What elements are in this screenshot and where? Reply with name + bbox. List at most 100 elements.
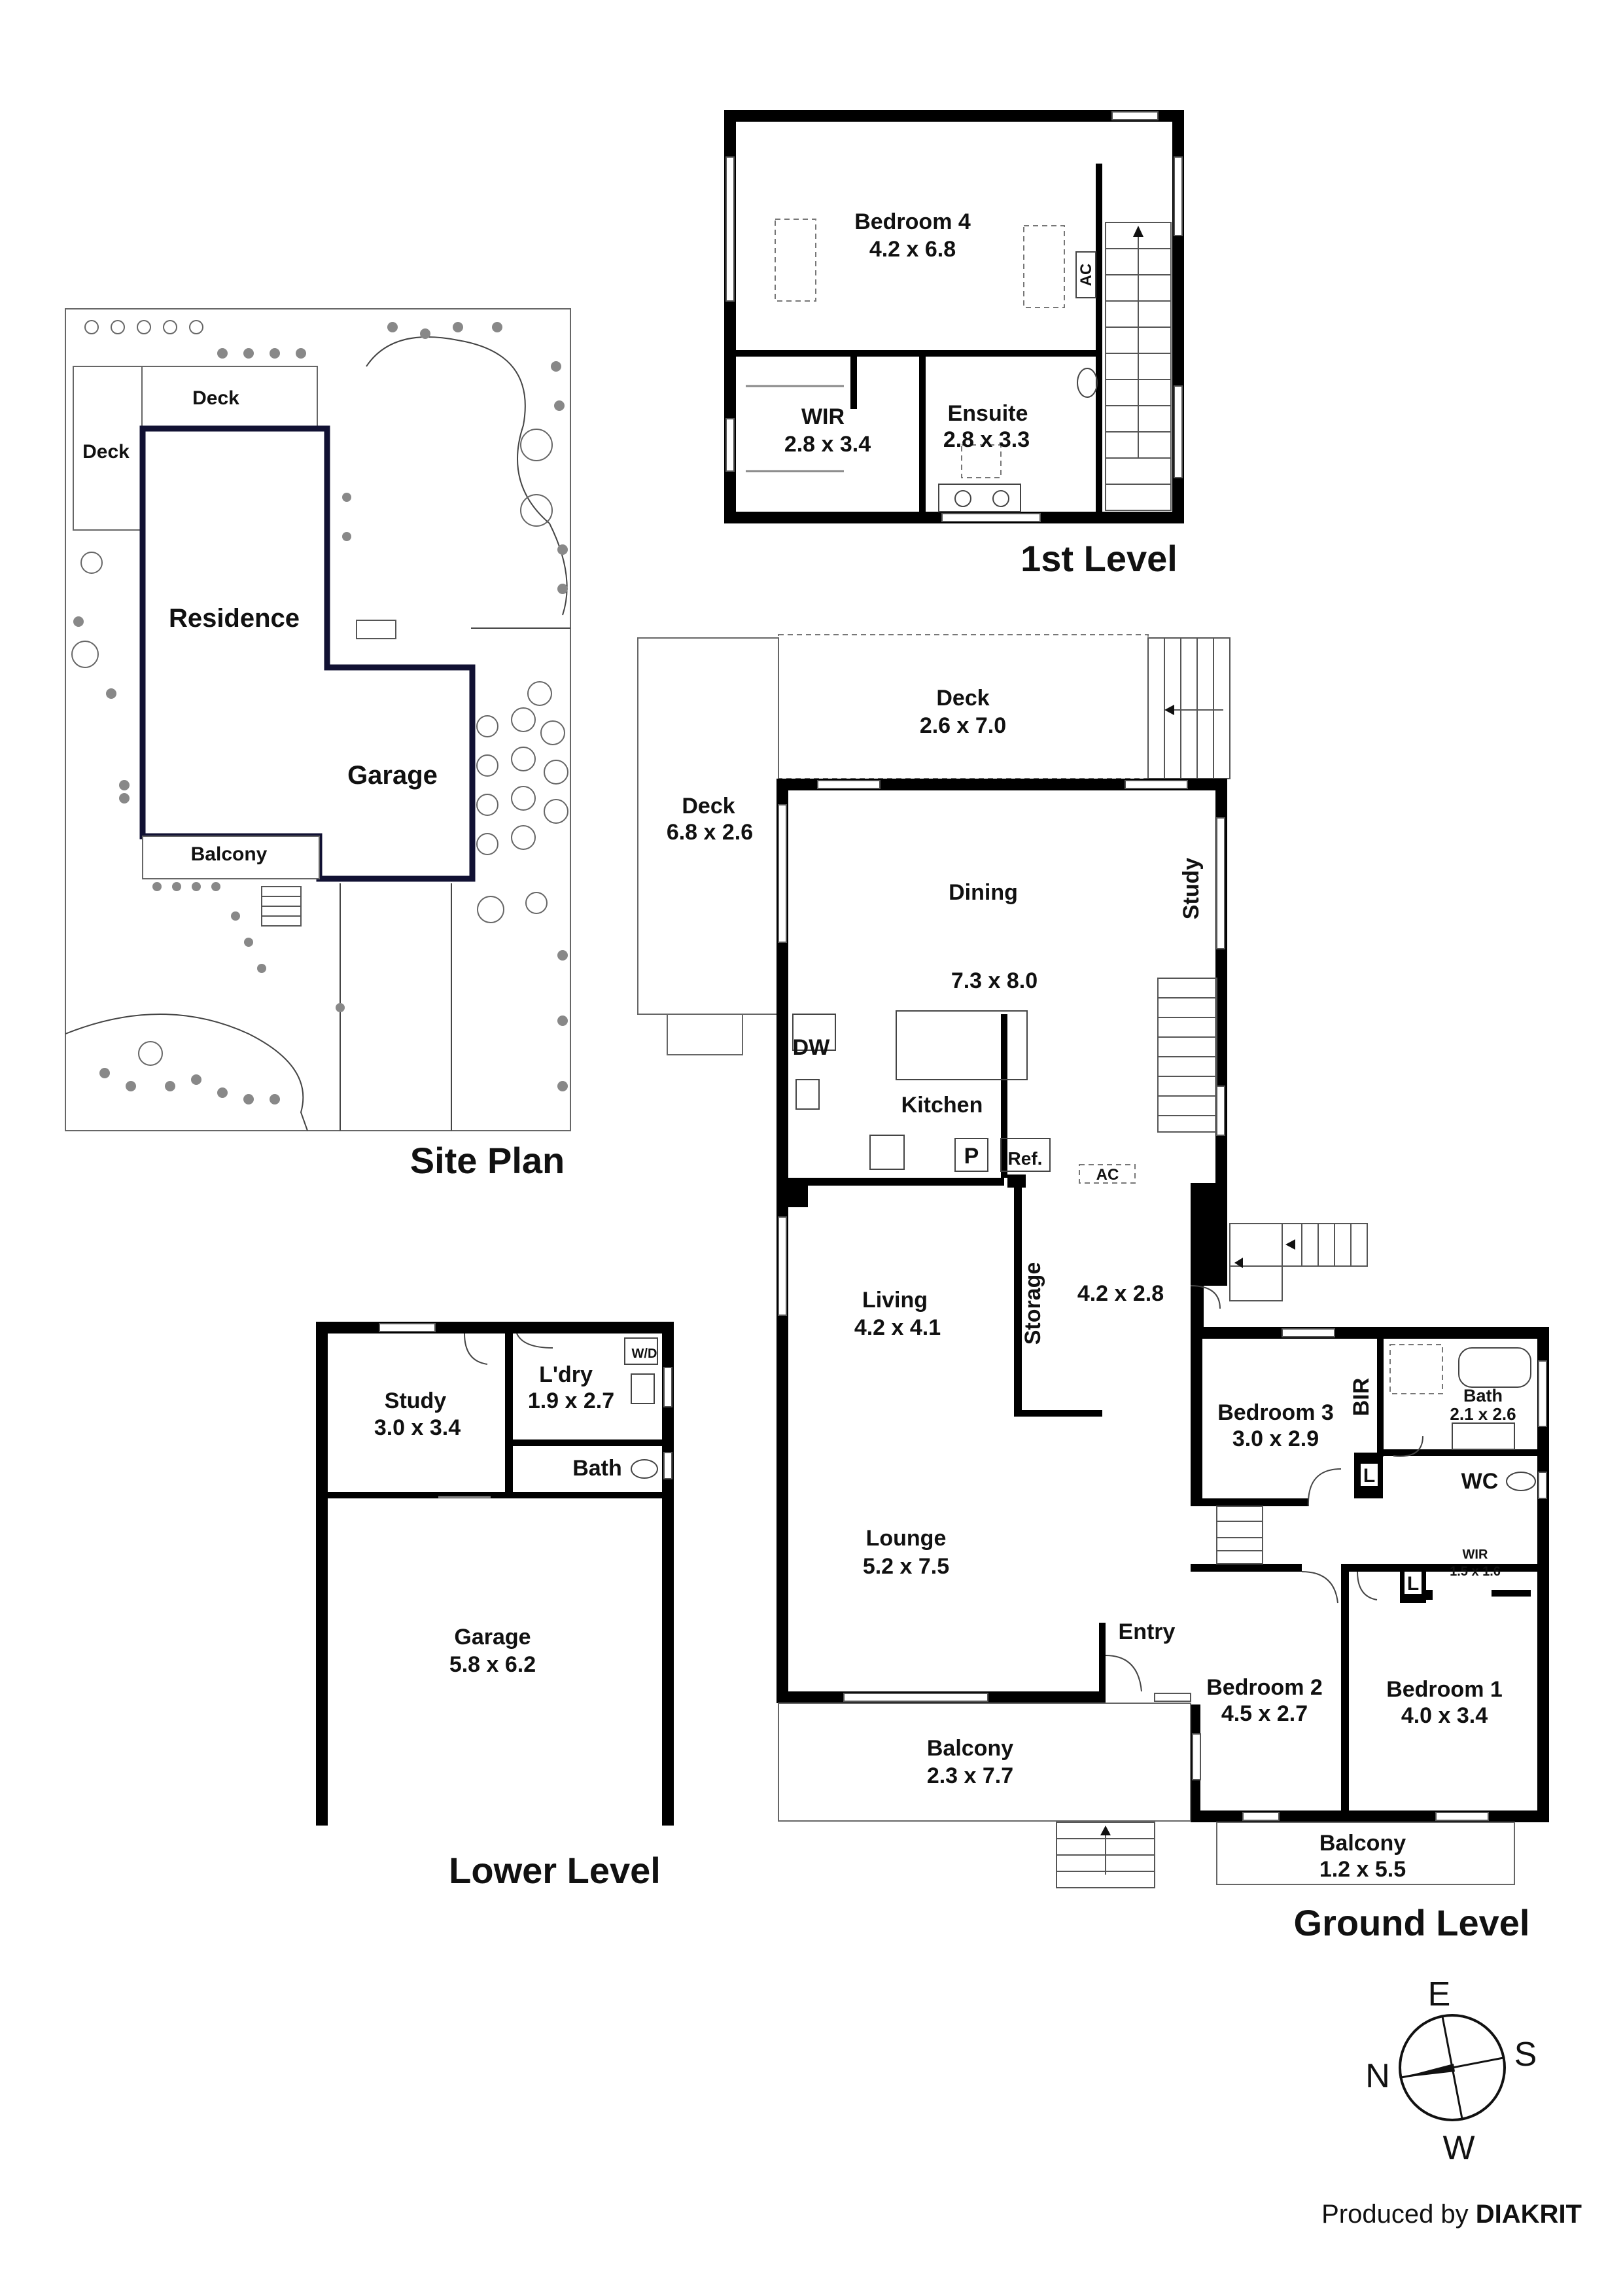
bir-label: BIR bbox=[1349, 1378, 1374, 1417]
lower-study-label: Study bbox=[385, 1388, 447, 1413]
laundry-tub bbox=[631, 1373, 655, 1404]
living-label: Living bbox=[862, 1288, 928, 1313]
site-deck-top-label: Deck bbox=[192, 387, 239, 409]
study-label: Study bbox=[1179, 858, 1204, 920]
wir-dims: 1.5 x 1.6 bbox=[1450, 1564, 1501, 1579]
cooktop bbox=[869, 1135, 905, 1170]
deck-side-step bbox=[667, 1014, 743, 1055]
basin bbox=[954, 490, 971, 507]
wc-label: WC bbox=[1461, 1469, 1499, 1494]
hall-stairs bbox=[1216, 1506, 1263, 1564]
garden-path bbox=[366, 336, 568, 616]
bath-label: Bath bbox=[1463, 1386, 1503, 1405]
side-door[interactable] bbox=[1190, 1285, 1221, 1309]
ground-level: Deck 2.6 x 7.0 Deck 6.8 x 2.6 Dining 7.3… bbox=[637, 634, 1549, 1943]
bath-vanity bbox=[1452, 1422, 1515, 1450]
lower-level-walls bbox=[316, 1322, 674, 1826]
dining-dims: 7.3 x 8.0 bbox=[951, 968, 1038, 993]
lower-garage-label: Garage bbox=[454, 1625, 531, 1650]
wall bbox=[1096, 164, 1102, 512]
laundry-label: L'dry bbox=[539, 1362, 593, 1387]
first-level-walls bbox=[724, 110, 1184, 523]
bedroom4-dims: 4.2 x 6.8 bbox=[869, 237, 956, 262]
site-garage-label: Garage bbox=[347, 761, 438, 790]
wall bbox=[1377, 1339, 1384, 1457]
wir-label: WIR bbox=[1463, 1547, 1488, 1562]
wall bbox=[1014, 1410, 1102, 1417]
bedroom2-label: Bedroom 2 bbox=[1206, 1675, 1323, 1700]
north-pointer-icon bbox=[1399, 2064, 1455, 2078]
wall bbox=[788, 1184, 808, 1207]
credit-prefix: Produced by bbox=[1321, 2200, 1476, 2229]
linen1-label: L bbox=[1363, 1465, 1375, 1487]
window bbox=[1174, 156, 1183, 236]
window bbox=[817, 780, 881, 789]
lounge-label: Lounge bbox=[866, 1526, 947, 1551]
first-level-title: 1st Level bbox=[1021, 538, 1178, 579]
wall bbox=[788, 1178, 1004, 1186]
first-level: Bedroom 4 4.2 x 6.8 WIR 2.8 x 3.4 Ensuit… bbox=[724, 110, 1184, 579]
ground-level-title: Ground Level bbox=[1294, 1902, 1530, 1943]
window bbox=[1154, 1693, 1191, 1702]
bedside-table bbox=[1023, 225, 1065, 308]
lower-level: Study 3.0 x 3.4 L'dry 1.9 x 2.7 W/D Bath… bbox=[316, 1322, 674, 1891]
lower-level-title: Lower Level bbox=[449, 1850, 661, 1891]
bedroom2-dims: 4.5 x 2.7 bbox=[1221, 1701, 1308, 1726]
wall bbox=[1191, 1498, 1308, 1506]
credit: Produced by DIAKRIT bbox=[1321, 2200, 1582, 2229]
bathtub bbox=[1458, 1347, 1531, 1388]
linen2-box bbox=[1405, 1572, 1422, 1594]
wall bbox=[1191, 1564, 1302, 1572]
washer-dryer bbox=[624, 1337, 658, 1365]
basin bbox=[992, 490, 1009, 507]
front-stairs bbox=[1056, 1822, 1155, 1888]
wall bbox=[850, 357, 857, 409]
vanity bbox=[938, 484, 1021, 512]
site-residence-label: Residence bbox=[169, 604, 300, 633]
compass-s: S bbox=[1514, 2036, 1537, 2074]
site-deck-left bbox=[73, 366, 143, 531]
balcony-front-dims: 2.3 x 7.7 bbox=[927, 1763, 1013, 1788]
site-balcony bbox=[142, 836, 320, 879]
fridge-space bbox=[1000, 1138, 1051, 1172]
hall-dims: 4.2 x 2.8 bbox=[1077, 1281, 1164, 1306]
first-level-stairs bbox=[1105, 222, 1172, 511]
balcony-front-label: Balcony bbox=[927, 1736, 1013, 1761]
compass-w: W bbox=[1442, 2129, 1475, 2167]
shower bbox=[1389, 1344, 1443, 1394]
window bbox=[663, 1367, 672, 1407]
ac-unit bbox=[1075, 251, 1096, 298]
compass-e: E bbox=[1428, 1975, 1451, 2013]
deck-side-dims: 6.8 x 2.6 bbox=[667, 820, 753, 845]
site-balcony-label: Balcony bbox=[191, 843, 268, 865]
ground-ac-label: AC bbox=[1096, 1166, 1119, 1184]
compass: E S N W bbox=[1365, 1975, 1537, 2167]
compass-ring bbox=[1399, 2014, 1506, 2121]
lower-bath-label: Bath bbox=[572, 1456, 622, 1481]
wall bbox=[1341, 1564, 1537, 1572]
bedroom1-label: Bedroom 1 bbox=[1386, 1677, 1503, 1702]
wall bbox=[1014, 1184, 1022, 1417]
wall bbox=[1341, 1564, 1349, 1822]
bedroom1-door[interactable] bbox=[1357, 1571, 1378, 1600]
garden-path bbox=[65, 1014, 308, 1131]
entry-door[interactable] bbox=[1105, 1655, 1142, 1692]
wall bbox=[505, 1333, 513, 1498]
bedroom3-door[interactable] bbox=[1307, 1468, 1342, 1507]
ground-level-walls bbox=[777, 779, 1227, 1703]
wir-dims: 2.8 x 3.4 bbox=[784, 432, 871, 457]
deck-rear-dims: 2.6 x 7.0 bbox=[920, 713, 1006, 738]
laundry-door[interactable] bbox=[516, 1333, 553, 1349]
window bbox=[1216, 1086, 1225, 1136]
wall bbox=[1426, 1590, 1433, 1600]
wir-label: WIR bbox=[801, 404, 845, 429]
window bbox=[941, 513, 1041, 522]
window bbox=[725, 418, 735, 472]
bedroom2-door[interactable] bbox=[1301, 1571, 1338, 1604]
site-boundary bbox=[65, 308, 571, 1131]
lower-study-dims: 3.0 x 3.4 bbox=[374, 1415, 461, 1440]
dw-label: DW bbox=[793, 1035, 831, 1060]
garage-opening bbox=[328, 1822, 662, 1826]
bath-door[interactable] bbox=[1393, 1436, 1423, 1457]
study-door[interactable] bbox=[464, 1333, 488, 1365]
